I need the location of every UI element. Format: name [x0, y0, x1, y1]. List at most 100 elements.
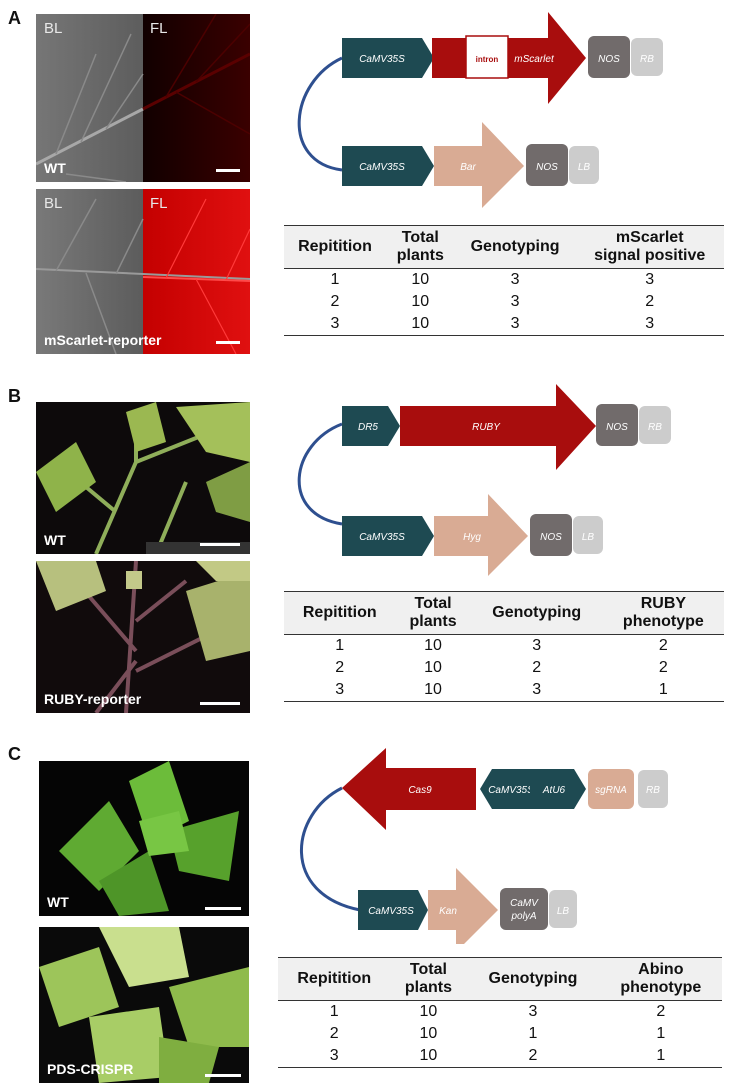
mscarlet-label: mScarlet [514, 54, 555, 65]
photo-a-reporter: BL FL mScarlet-reporter [36, 189, 250, 354]
linker-curve [297, 422, 343, 526]
scale-bar [200, 702, 240, 705]
camv35s-promoter [358, 890, 428, 930]
label-fl: FL [150, 20, 168, 37]
hyg-selection-arrow [434, 494, 528, 576]
camv35s-label: CaMV35S [359, 532, 405, 543]
scale-bar [200, 543, 240, 546]
label-bl: BL [44, 20, 63, 37]
leaf-veins-image [36, 198, 250, 354]
plant-image [59, 761, 239, 916]
rb-border [639, 406, 671, 444]
label-bl: BL [44, 195, 63, 212]
photo-tag: mScarlet-reporter [44, 332, 162, 348]
photo-b-wt: WT [36, 402, 250, 554]
cas9-label: Cas9 [408, 785, 432, 796]
nos-terminator [596, 404, 638, 446]
polya-label: polyA [510, 911, 536, 922]
photo-tag: WT [47, 894, 69, 910]
camv35s-promoter [342, 516, 434, 556]
header-genotyping: Genotyping [454, 225, 576, 269]
linker-curve [297, 56, 343, 172]
ruby-label: RUBY [472, 422, 501, 433]
photo-a-wt: BL FL WT [36, 14, 250, 182]
camv35s-label: CaMV35S [368, 906, 414, 917]
scale-bar [205, 907, 241, 910]
nos-terminator [526, 144, 568, 186]
mscarlet-reporter-arrow [432, 12, 586, 104]
lb-border [573, 516, 603, 554]
cas9-arrow [342, 748, 476, 830]
hyg-label: Hyg [463, 532, 481, 543]
rb-label: RB [640, 54, 654, 65]
camv-label: CaMV [510, 898, 539, 909]
header-repitition: Repitition [278, 957, 391, 1001]
header-repitition: Repitition [284, 225, 386, 269]
lb-border [549, 890, 577, 928]
photo-tag: WT [44, 532, 66, 548]
photo-tag: PDS-CRISPR [47, 1061, 134, 1077]
panel-letter-c: C [8, 744, 21, 764]
rb-label: RB [646, 785, 660, 796]
nos-terminator [588, 36, 630, 78]
atu6-promoter [530, 769, 586, 809]
sgrna-label: sgRNA [595, 785, 627, 796]
kan-selection-arrow [428, 868, 498, 944]
construct-diagram-c: Cas9 CaMV35S AtU6 sgRNA RB CaMV35S Kan C… [300, 748, 668, 944]
atu6-label: AtU6 [542, 785, 566, 796]
plant-image [36, 561, 250, 713]
intron-box [465, 35, 509, 79]
camv35s-promoter [342, 38, 434, 78]
nos-label: NOS [536, 162, 558, 173]
lb-label: LB [578, 162, 591, 173]
kan-label: Kan [439, 906, 457, 917]
camv35s-label: CaMV35S [359, 54, 405, 65]
rb-label: RB [648, 422, 662, 433]
ruby-reporter-arrow [400, 384, 596, 470]
linker-curve [300, 786, 361, 912]
scale-bar [216, 169, 240, 172]
photo-c-wt: WT [39, 761, 249, 916]
scale-bar [216, 341, 240, 344]
photo-b-reporter: RUBY-reporter [36, 561, 250, 713]
plant-image [36, 402, 250, 554]
nos-label: NOS [540, 532, 562, 543]
construct-diagram-b: DR5 RUBY NOS RB CaMV35S Hyg NOS LB [297, 384, 671, 576]
header-genotyping: Genotyping [466, 957, 600, 1001]
rb-border [638, 770, 668, 808]
intron-label: intron [476, 55, 499, 64]
nos-label: NOS [598, 54, 620, 65]
header-genotyping: Genotyping [470, 591, 603, 635]
lb-border [569, 146, 599, 184]
scale-bar [205, 1074, 241, 1077]
dr5-promoter [342, 406, 400, 446]
nos-terminator [530, 514, 572, 556]
bar-selection-arrow [434, 122, 524, 208]
header-repitition: Repitition [284, 591, 396, 635]
sgrna-cassette [588, 769, 634, 809]
camv35s-promoter [342, 146, 434, 186]
panel-letter-b: B [8, 386, 21, 406]
rb-border [631, 38, 663, 76]
camv-polya-terminator [500, 888, 548, 930]
construct-diagram-a: CaMV35S intron mScarlet NOS RB CaMV35S B… [297, 12, 663, 208]
plant-image [39, 927, 249, 1083]
photo-tag: WT [44, 160, 66, 176]
